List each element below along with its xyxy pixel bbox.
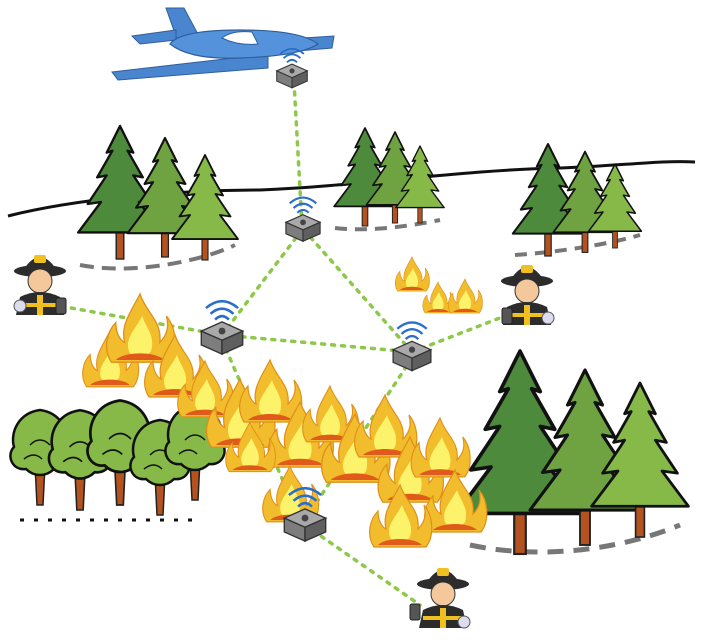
link-ridge-right bbox=[302, 228, 414, 354]
tree-group-ridge-center bbox=[333, 127, 445, 232]
link-left-right bbox=[220, 333, 414, 354]
handheld-device-icon bbox=[501, 307, 513, 325]
airplane-icon bbox=[111, 7, 335, 81]
gauge-icon bbox=[457, 615, 471, 629]
handheld-device-icon bbox=[55, 297, 67, 315]
deciduous-tree-group bbox=[9, 399, 226, 522]
tree-group-ridge-left bbox=[77, 124, 239, 271]
link-bottom-firefighter bbox=[303, 523, 422, 607]
gauge-icon bbox=[541, 311, 555, 325]
tree-group-foreground-right bbox=[454, 349, 690, 556]
link-right-firefighter bbox=[410, 314, 507, 354]
sensor-node-ridge bbox=[284, 196, 322, 243]
tree-group-ridge-right bbox=[511, 142, 643, 258]
firefighter-right bbox=[500, 264, 555, 326]
sensor-node-left bbox=[200, 299, 244, 356]
gauge-icon bbox=[13, 299, 27, 313]
firefighter-bottom bbox=[409, 567, 471, 629]
handheld-device-icon bbox=[409, 603, 421, 621]
small-fire bbox=[394, 256, 483, 314]
sensor-node-right bbox=[391, 321, 433, 372]
link-aircraft-ridge bbox=[292, 80, 304, 227]
firefighter-left bbox=[13, 254, 67, 316]
link-right-bottom bbox=[303, 356, 414, 522]
link-ridge-left bbox=[220, 228, 304, 337]
